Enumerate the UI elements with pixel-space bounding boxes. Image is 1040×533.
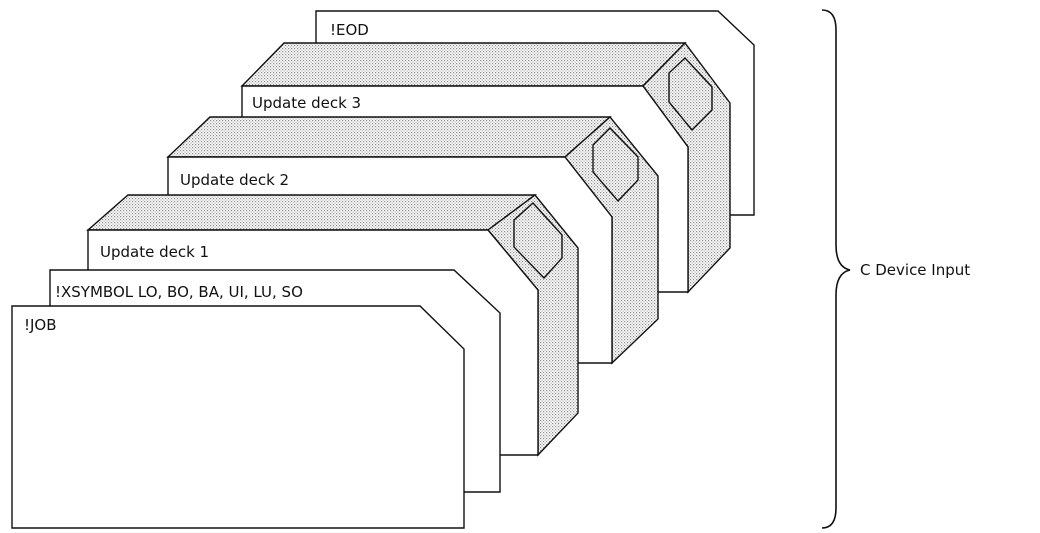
update-deck-1-top xyxy=(88,195,535,230)
update-deck-3-top xyxy=(242,43,685,86)
update-deck-3-label: Update deck 3 xyxy=(252,94,361,112)
job-card: !JOB xyxy=(12,306,464,528)
update-deck-2-top xyxy=(168,117,610,157)
update-deck-1-label: Update deck 1 xyxy=(100,243,209,261)
xsymbol-label: !XSYMBOL LO, BO, BA, UI, LU, SO xyxy=(55,283,303,301)
job-label: !JOB xyxy=(24,316,57,334)
right-brace xyxy=(822,10,850,528)
update-deck-2-label: Update deck 2 xyxy=(180,171,289,189)
brace-label: C Device Input xyxy=(860,261,970,279)
eod-label: !EOD xyxy=(330,21,369,39)
